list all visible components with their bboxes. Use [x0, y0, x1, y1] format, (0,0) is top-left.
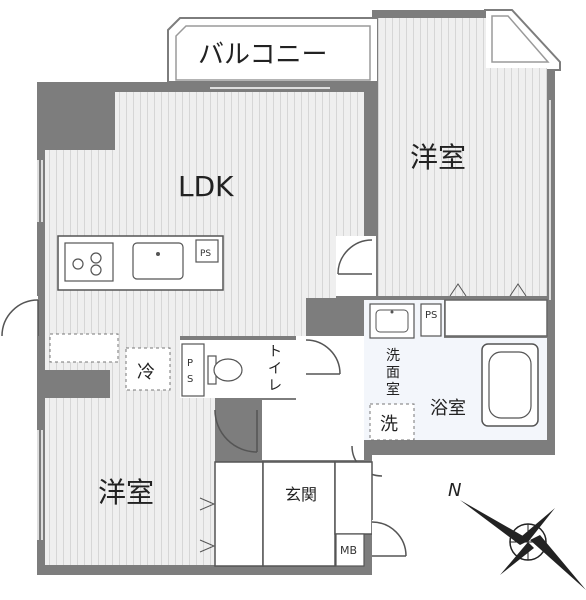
toilet-label-2: イ — [268, 361, 282, 377]
ldk-room-door[interactable] — [336, 236, 376, 296]
balcony: バルコニー — [167, 17, 379, 83]
bottom-closet — [214, 461, 264, 567]
hallway — [262, 336, 383, 477]
compass-north-label: N — [448, 480, 461, 501]
western-room-top: 洋室 — [378, 18, 547, 297]
ps-toilet-label-s: S — [187, 374, 193, 385]
kitchen-counter[interactable]: PS — [57, 235, 224, 291]
western-room-bottom-label: 洋室 — [98, 476, 154, 509]
fridge-space: 冷 — [49, 333, 171, 391]
compass: N — [448, 480, 586, 590]
western-room-top-label: 洋室 — [410, 141, 466, 174]
entrance-door[interactable] — [371, 520, 408, 566]
windows — [37, 87, 551, 540]
closet-strip — [444, 299, 548, 337]
entrance-label: 玄関 — [285, 485, 317, 504]
washroom-label-1: 洗 — [386, 348, 400, 364]
toilet-label-1: ト — [268, 344, 282, 360]
ps-toilet-label-p: P — [187, 358, 193, 369]
bathroom: 浴室 — [424, 338, 547, 440]
ldk-left-door[interactable] — [0, 296, 39, 337]
washroom-label-3: 室 — [386, 381, 400, 398]
ps-kitchen-label: PS — [200, 249, 211, 259]
washer-label: 洗 — [380, 414, 398, 435]
toilet-room: P S ト イ レ — [180, 340, 296, 398]
balcony-label: バルコニー — [198, 40, 327, 70]
bathroom-label: 浴室 — [430, 398, 466, 419]
ldk-label: LDK — [178, 170, 234, 203]
washroom-label-2: 面 — [386, 365, 400, 381]
fridge-label: 冷 — [137, 362, 155, 383]
ps-wash-label: PS — [425, 310, 437, 321]
entrance: 玄関 MB — [262, 461, 373, 567]
western-room-bottom: 洋室 — [45, 398, 258, 565]
toilet-label-3: レ — [268, 378, 282, 394]
mb-label: MB — [340, 544, 357, 557]
corner-balcony — [484, 9, 561, 71]
